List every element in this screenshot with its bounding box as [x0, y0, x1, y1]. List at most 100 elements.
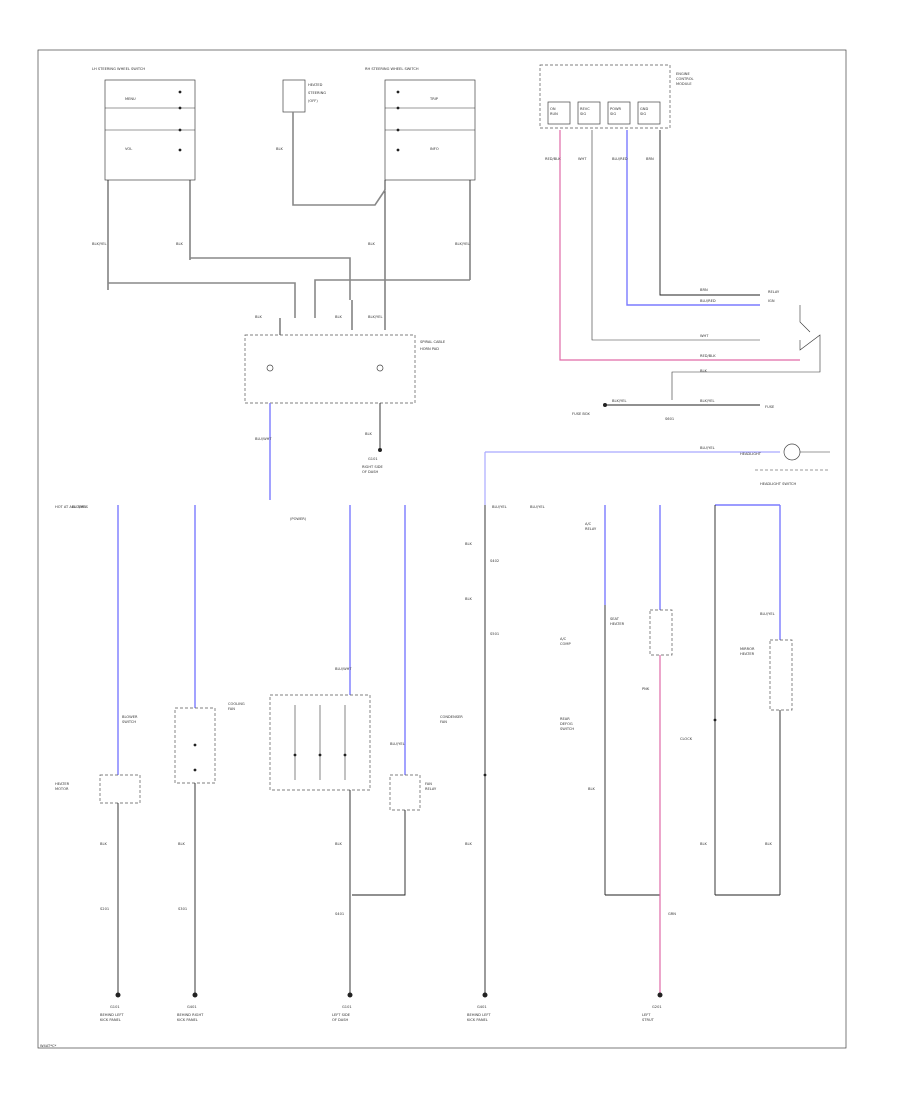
key-wire: BLK: [276, 147, 283, 151]
col8-wire-3: BLU/YEL: [760, 612, 775, 616]
rh-bot-label: INFO: [430, 147, 439, 151]
col7-splice: GRN: [668, 912, 676, 916]
relay-wire-b: BLU/RED: [700, 299, 716, 303]
spiral-wire-1: BLU/WHT: [255, 437, 272, 441]
col4-wire: BLU/YEL: [390, 742, 405, 746]
col8-wire-1: BLK: [700, 842, 707, 846]
col3-top-wire: BLU/WHT: [335, 667, 352, 671]
ground-2: G401: [187, 1005, 197, 1009]
horn-pad: HORN PAD: [420, 347, 439, 351]
power-wire-right: BLU/YEL: [492, 505, 507, 509]
diagram-frame: [37, 49, 847, 1049]
rh-switch-title: RH STEERING WHEEL SWITCH: [365, 67, 419, 71]
heated-steering-key: HEATED STEERING (OFF) BLK: [276, 79, 326, 200]
spiral-wire-2: BLK: [365, 432, 372, 436]
relay-wire-a: BRN: [700, 288, 708, 292]
col5-wire-3: BLK: [465, 842, 472, 846]
ground-1: G101: [110, 1005, 120, 1009]
key-bot: STEERING: [308, 91, 326, 95]
rh-wire-1: BLK: [368, 242, 375, 246]
col5-splice-2: S501: [490, 632, 499, 636]
ground-5: G201: [652, 1005, 662, 1009]
lh-wire-1: BLK/YEL: [92, 242, 107, 246]
col6-top-wire: BLU/YEL: [530, 505, 545, 509]
col5-splice-1: S402: [490, 559, 499, 563]
lh-bot-label: VOL: [125, 147, 132, 151]
ecm-wire-2: WHT: [578, 157, 587, 161]
relay-wire-d: RED/BLK: [700, 354, 716, 358]
col7-wire: PNK: [642, 687, 650, 691]
rh-steering-switch: RH STEERING WHEEL SWITCH TRIP INFO BLK B…: [365, 67, 476, 330]
power-tag: HOT AT ALL TIMES: [55, 505, 89, 509]
col2-splice: S301: [178, 907, 187, 911]
fuse-box-label: FUSE BOX: [572, 412, 590, 416]
col8-wire-2: BLK: [765, 842, 772, 846]
rh-wire-2: BLK/YEL: [455, 242, 470, 246]
power-wire-left: BLU/YEL: [72, 505, 87, 509]
ign-label: IGN: [768, 299, 775, 303]
headlight-switch: BLU/YEL HEADLIGHT HEADLIGHT SWITCH: [485, 443, 830, 486]
rh-top-label: TRIP: [429, 97, 439, 101]
power-label-center: (POWER): [290, 517, 307, 521]
harness-wire-3: BLK/YEL: [368, 315, 383, 319]
ecm-wire-3: BLU/RED: [612, 157, 628, 161]
headlight-wire: BLU/YEL: [700, 446, 715, 450]
lh-wire-2: BLK: [176, 242, 183, 246]
headlight-switch-label: HEADLIGHT SWITCH: [760, 482, 796, 486]
relay-area: BRN BLU/RED WHT RED/BLK RELAY IGN BLK BL…: [572, 288, 821, 421]
relay-label: RELAY: [768, 290, 780, 294]
harness-wire-2: BLK: [335, 315, 342, 319]
spiral-cable: SPIRAL CABLE HORN PAD BLU/WHT BLK G101 R…: [244, 334, 446, 500]
col5-wire-1: BLK: [465, 542, 472, 546]
ground-4: G401: [477, 1005, 487, 1009]
relay-wire-e: BLK: [700, 369, 707, 373]
col1-wire: BLK: [100, 842, 107, 846]
figure-id: W4AT*C*: [40, 1044, 57, 1048]
lh-steering-switch: LH STEERING WHEEL SWITCH MENU VOL BLK/YE…: [92, 67, 196, 290]
harness-wire-1: BLK: [255, 315, 262, 319]
ecm-wire-1: RED/BLK: [545, 157, 561, 161]
lh-switch-title: LH STEERING WHEEL SWITCH: [92, 67, 145, 71]
key-state: (OFF): [308, 99, 318, 103]
col6-wire: BLK: [588, 787, 595, 791]
ecm-wire-4: BRN: [646, 157, 654, 161]
key-top: HEATED: [308, 83, 323, 87]
col1-splice: S201: [100, 907, 109, 911]
splice-s601: S601: [665, 417, 674, 421]
spiral-title: SPIRAL CABLE: [420, 340, 446, 344]
relay-wire-c: WHT: [700, 334, 709, 338]
headlight-label: HEADLIGHT: [740, 452, 762, 456]
clock-label: CLOCK: [680, 737, 693, 741]
fuse-wire-1: BLK/YEL: [612, 399, 627, 403]
